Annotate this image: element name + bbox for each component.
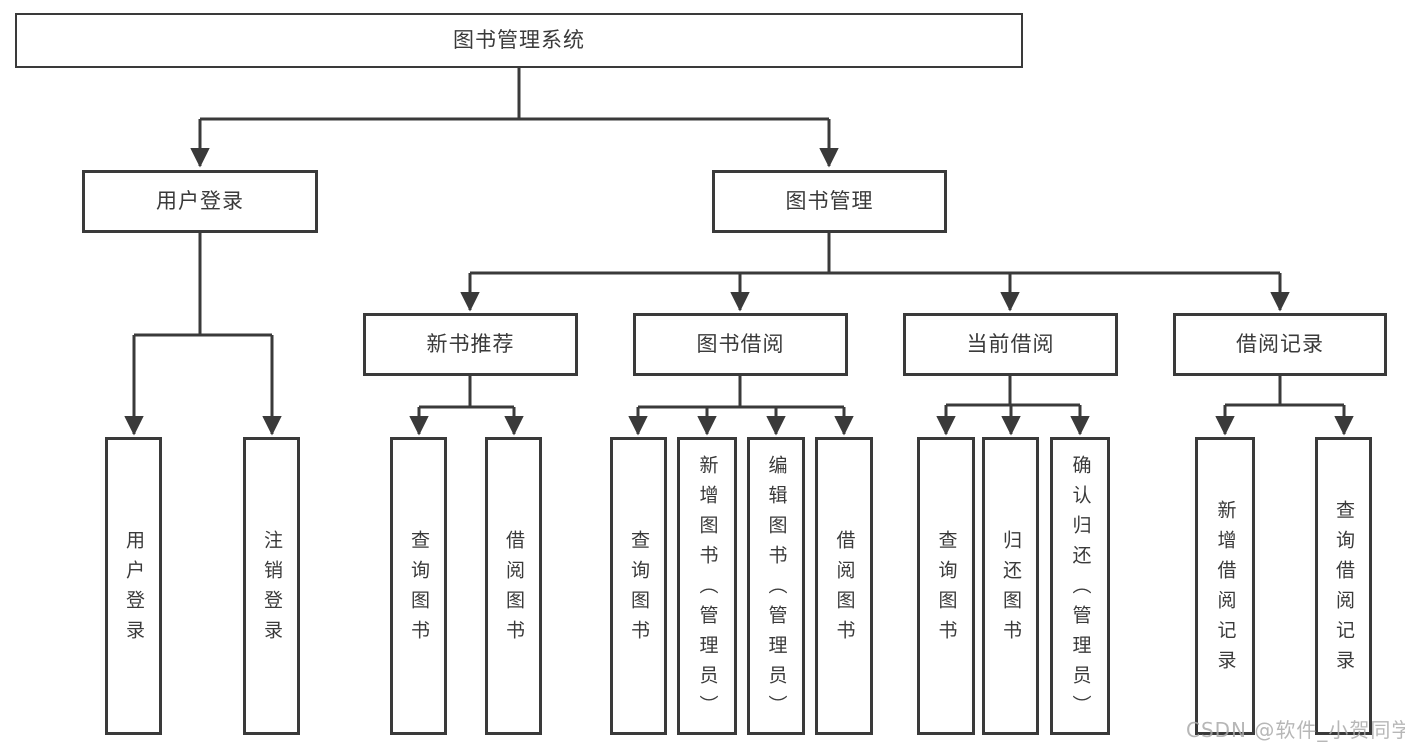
leaf-return-book: 归还图书 xyxy=(982,437,1039,735)
node-new-book-recommend: 新书推荐 xyxy=(363,313,578,376)
leaf-user-login: 用户登录 xyxy=(105,437,162,735)
csdn-watermark: CSDN @软件_小贺同学 xyxy=(1186,718,1405,742)
leaf-add-book-admin: 新增图书（管理员） xyxy=(677,437,737,735)
leaf-borrow-query-book: 查询图书 xyxy=(610,437,667,735)
node-user-login: 用户登录 xyxy=(82,170,318,233)
leaf-recommend-borrow-book: 借阅图书 xyxy=(485,437,542,735)
leaf-borrow-book: 借阅图书 xyxy=(815,437,873,735)
node-borrow-record: 借阅记录 xyxy=(1173,313,1387,376)
node-current-borrow: 当前借阅 xyxy=(903,313,1118,376)
leaf-query-borrow-record: 查询借阅记录 xyxy=(1315,437,1372,735)
node-root-system: 图书管理系统 xyxy=(15,13,1023,68)
leaf-edit-book-admin: 编辑图书（管理员） xyxy=(747,437,805,735)
leaf-add-borrow-record: 新增借阅记录 xyxy=(1195,437,1255,735)
node-book-management: 图书管理 xyxy=(712,170,947,233)
leaf-current-query-book: 查询图书 xyxy=(917,437,975,735)
leaf-recommend-query-book: 查询图书 xyxy=(390,437,447,735)
connector-arrows xyxy=(124,119,1354,436)
node-book-borrow: 图书借阅 xyxy=(633,313,848,376)
leaf-logout: 注销登录 xyxy=(243,437,300,735)
leaf-confirm-return-admin: 确认归还（管理员） xyxy=(1050,437,1110,735)
